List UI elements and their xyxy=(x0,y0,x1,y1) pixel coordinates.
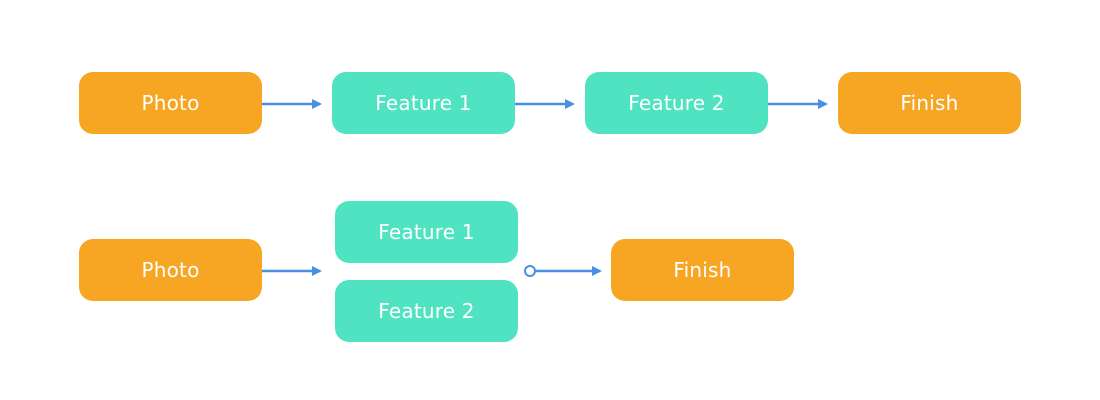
row2-node-feature-1: Feature 1 xyxy=(335,201,518,263)
row1-node-finish: Finish xyxy=(838,72,1021,134)
row1-node-photo: Photo xyxy=(79,72,262,134)
node-label: Finish xyxy=(900,91,959,115)
node-label: Photo xyxy=(141,91,200,115)
node-label: Feature 2 xyxy=(628,91,725,115)
row2-node-feature-2: Feature 2 xyxy=(335,280,518,342)
row2-node-photo: Photo xyxy=(79,239,262,301)
node-label: Feature 1 xyxy=(378,220,475,244)
node-label: Feature 1 xyxy=(375,91,472,115)
row2-arrow-features-to-finish xyxy=(524,265,602,277)
row1-node-feature-1: Feature 1 xyxy=(332,72,515,134)
row2-node-finish: Finish xyxy=(611,239,794,301)
node-label: Finish xyxy=(673,258,732,282)
node-label: Feature 2 xyxy=(378,299,475,323)
node-label: Photo xyxy=(141,258,200,282)
row1-node-feature-2: Feature 2 xyxy=(585,72,768,134)
